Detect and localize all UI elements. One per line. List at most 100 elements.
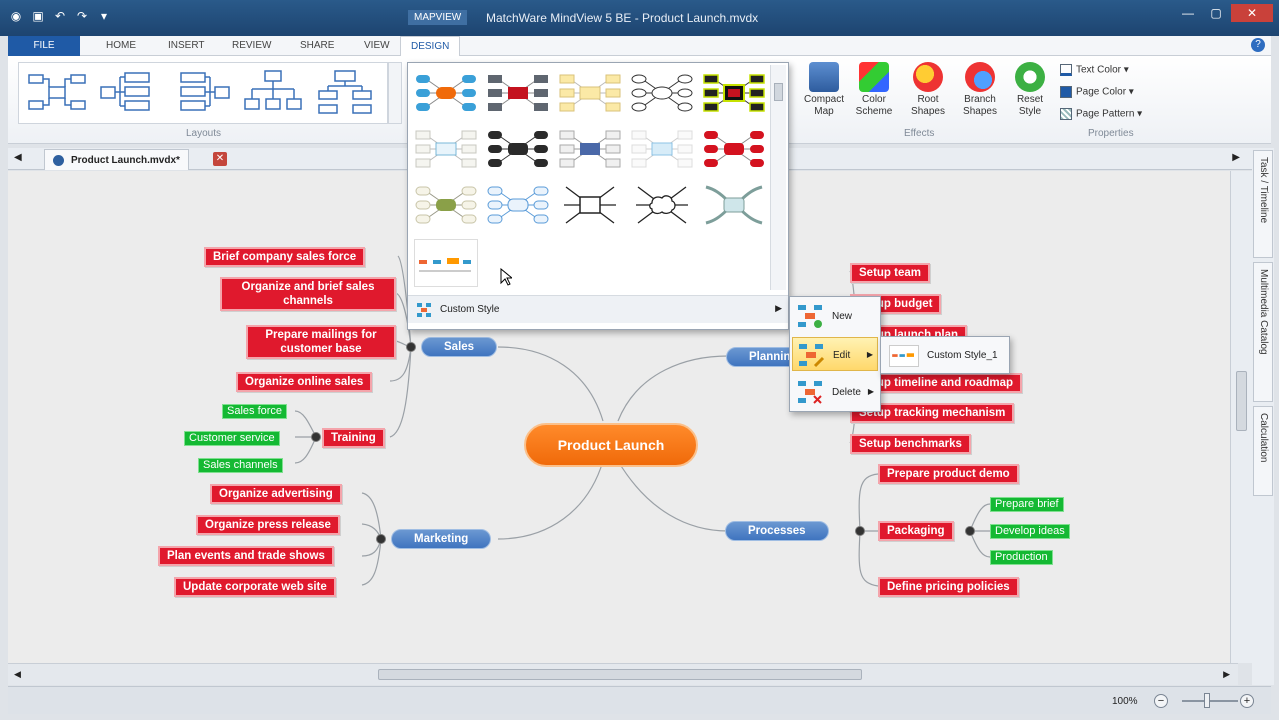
style-organic[interactable] [702, 181, 766, 229]
side-tab-calculation[interactable]: Calculation [1253, 406, 1273, 496]
help-icon[interactable]: ? [1251, 38, 1265, 52]
central-topic[interactable]: Product Launch [524, 423, 698, 467]
collapse-knob[interactable] [855, 526, 865, 536]
maximize-button[interactable]: ▢ [1210, 6, 1222, 20]
redo-icon[interactable]: ↷ [76, 9, 88, 23]
layouts-scrollbar[interactable] [388, 62, 402, 124]
zoom-slider[interactable] [1182, 700, 1238, 702]
custom-style-menu-item[interactable]: Custom Style ▶ [408, 295, 788, 323]
style-steel-blue[interactable] [558, 125, 622, 173]
topic-plan-events[interactable]: Plan events and trade shows [158, 546, 334, 566]
tab-file[interactable]: FILE [8, 36, 80, 56]
layout-mind-map[interactable] [27, 69, 87, 117]
menu-item-delete[interactable]: Delete ▶ [792, 375, 878, 409]
topic-setup-tracking[interactable]: Setup tracking mechanism [850, 403, 1015, 423]
topic-organize-press-release[interactable]: Organize press release [196, 515, 340, 535]
style-arrows[interactable] [558, 181, 622, 229]
page-color-button[interactable]: Page Color ▾ [1060, 86, 1134, 98]
topic-setup-team[interactable]: Setup team [850, 263, 930, 283]
close-button[interactable]: ✕ [1231, 4, 1273, 22]
zoom-slider-thumb[interactable] [1204, 693, 1210, 708]
topic-update-web-site[interactable]: Update corporate web site [174, 577, 336, 597]
tab-view[interactable]: VIEW [364, 40, 390, 51]
tab-review[interactable]: REVIEW [232, 40, 272, 51]
tab-home[interactable]: HOME [106, 40, 136, 51]
side-tab-task-timeline[interactable]: Task / Timeline [1253, 150, 1273, 258]
topic-production[interactable]: Production [990, 550, 1053, 565]
color-scheme-button[interactable]: Color Scheme [850, 62, 898, 118]
branch-shapes-button[interactable]: Branch Shapes [956, 62, 1004, 118]
compact-map-button[interactable]: Compact Map [800, 62, 848, 118]
horizontal-scrollbar[interactable]: ◀ ▶ [8, 663, 1238, 685]
tab-scroll-right-icon[interactable]: ▶ [1232, 152, 1240, 163]
collapse-knob[interactable] [406, 342, 416, 352]
collapse-knob[interactable] [311, 432, 321, 442]
topic-packaging[interactable]: Packaging [878, 521, 954, 541]
style-black-yellow[interactable] [702, 69, 766, 117]
style-light-cyan[interactable] [630, 125, 694, 173]
topic-sales-force[interactable]: Sales force [222, 404, 288, 419]
layout-left-right[interactable] [99, 69, 159, 117]
customize-qat-icon[interactable]: ▾ [100, 9, 108, 23]
style-olive[interactable] [414, 181, 478, 229]
gallery-scroll-thumb[interactable] [774, 83, 783, 101]
page-pattern-button[interactable]: Page Pattern ▾ [1060, 108, 1142, 120]
menu-item-custom-style-1[interactable]: Custom Style_1 [883, 339, 1007, 371]
scroll-right-icon[interactable]: ▶ [1223, 669, 1230, 679]
topic-setup-timeline[interactable]: Setup timeline and roadmap [850, 373, 1022, 393]
tab-design[interactable]: DESIGN [400, 36, 461, 56]
collapse-knob[interactable] [965, 526, 975, 536]
topic-setup-benchmarks[interactable]: Setup benchmarks [850, 434, 971, 454]
topic-prepare-mailings[interactable]: Prepare mailings for customer base [246, 325, 396, 359]
style-pale-blue[interactable] [414, 125, 478, 173]
document-tab[interactable]: Product Launch.mvdx* [44, 149, 189, 170]
vertical-scroll-thumb[interactable] [1236, 371, 1247, 431]
topic-prepare-product-demo[interactable]: Prepare product demo [878, 464, 1019, 484]
topic-develop-ideas[interactable]: Develop ideas [990, 524, 1070, 539]
scroll-left-icon[interactable]: ◀ [14, 669, 21, 679]
tab-scroll-left-icon[interactable]: ◀ [14, 152, 22, 163]
menu-item-new[interactable]: New [792, 299, 878, 333]
topic-brief-sales-force[interactable]: Brief company sales force [204, 247, 366, 267]
topic-training[interactable]: Training [322, 428, 385, 448]
gallery-scrollbar[interactable] [770, 65, 786, 290]
branch-marketing[interactable]: Marketing [391, 529, 492, 549]
close-document-icon[interactable]: ✕ [213, 152, 227, 166]
style-orange-blue[interactable] [414, 69, 478, 117]
style-red-rounded[interactable] [702, 125, 766, 173]
save-icon[interactable]: ▣ [32, 9, 44, 23]
app-logo-icon[interactable]: ◉ [10, 9, 22, 23]
side-tab-multimedia-catalog[interactable]: Multimedia Catalog [1253, 262, 1273, 402]
topic-define-pricing[interactable]: Define pricing policies [878, 577, 1019, 597]
menu-item-edit[interactable]: Edit ▶ [792, 337, 878, 371]
tab-share[interactable]: SHARE [300, 40, 335, 51]
branch-sales[interactable]: Sales [421, 337, 498, 357]
layout-org-chart[interactable] [315, 69, 375, 117]
style-black-rounded[interactable] [486, 125, 550, 173]
reset-style-button[interactable]: Reset Style [1006, 62, 1054, 118]
map-canvas[interactable]: Product Launch Sales Marketing Planning … [8, 171, 1230, 663]
text-color-button[interactable]: Text Color ▾ [1060, 64, 1129, 76]
topic-organize-brief-sales-channels[interactable]: Organize and brief sales channels [220, 277, 396, 311]
tab-insert[interactable]: INSERT [168, 40, 205, 51]
minimize-button[interactable]: — [1182, 6, 1194, 20]
vertical-scrollbar[interactable] [1230, 171, 1252, 663]
style-outline-ovals[interactable] [630, 69, 694, 117]
branch-processes[interactable]: Processes [725, 521, 829, 541]
style-gray-red[interactable] [486, 69, 550, 117]
layout-top-down[interactable] [243, 69, 303, 117]
layout-right-left[interactable] [171, 69, 231, 117]
horizontal-scroll-thumb[interactable] [378, 669, 862, 680]
root-shapes-button[interactable]: Root Shapes [904, 62, 952, 118]
topic-prepare-brief[interactable]: Prepare brief [990, 497, 1064, 512]
undo-icon[interactable]: ↶ [54, 9, 66, 23]
topic-organize-advertising[interactable]: Organize advertising [210, 484, 342, 504]
style-yellow[interactable] [558, 69, 622, 117]
topic-organize-online-sales[interactable]: Organize online sales [236, 372, 373, 392]
zoom-out-icon[interactable]: − [1154, 694, 1168, 708]
topic-customer-service[interactable]: Customer service [184, 431, 280, 446]
style-blue-outline[interactable] [486, 181, 550, 229]
topic-sales-channels[interactable]: Sales channels [198, 458, 283, 473]
collapse-knob[interactable] [376, 534, 386, 544]
zoom-in-icon[interactable]: + [1240, 694, 1254, 708]
